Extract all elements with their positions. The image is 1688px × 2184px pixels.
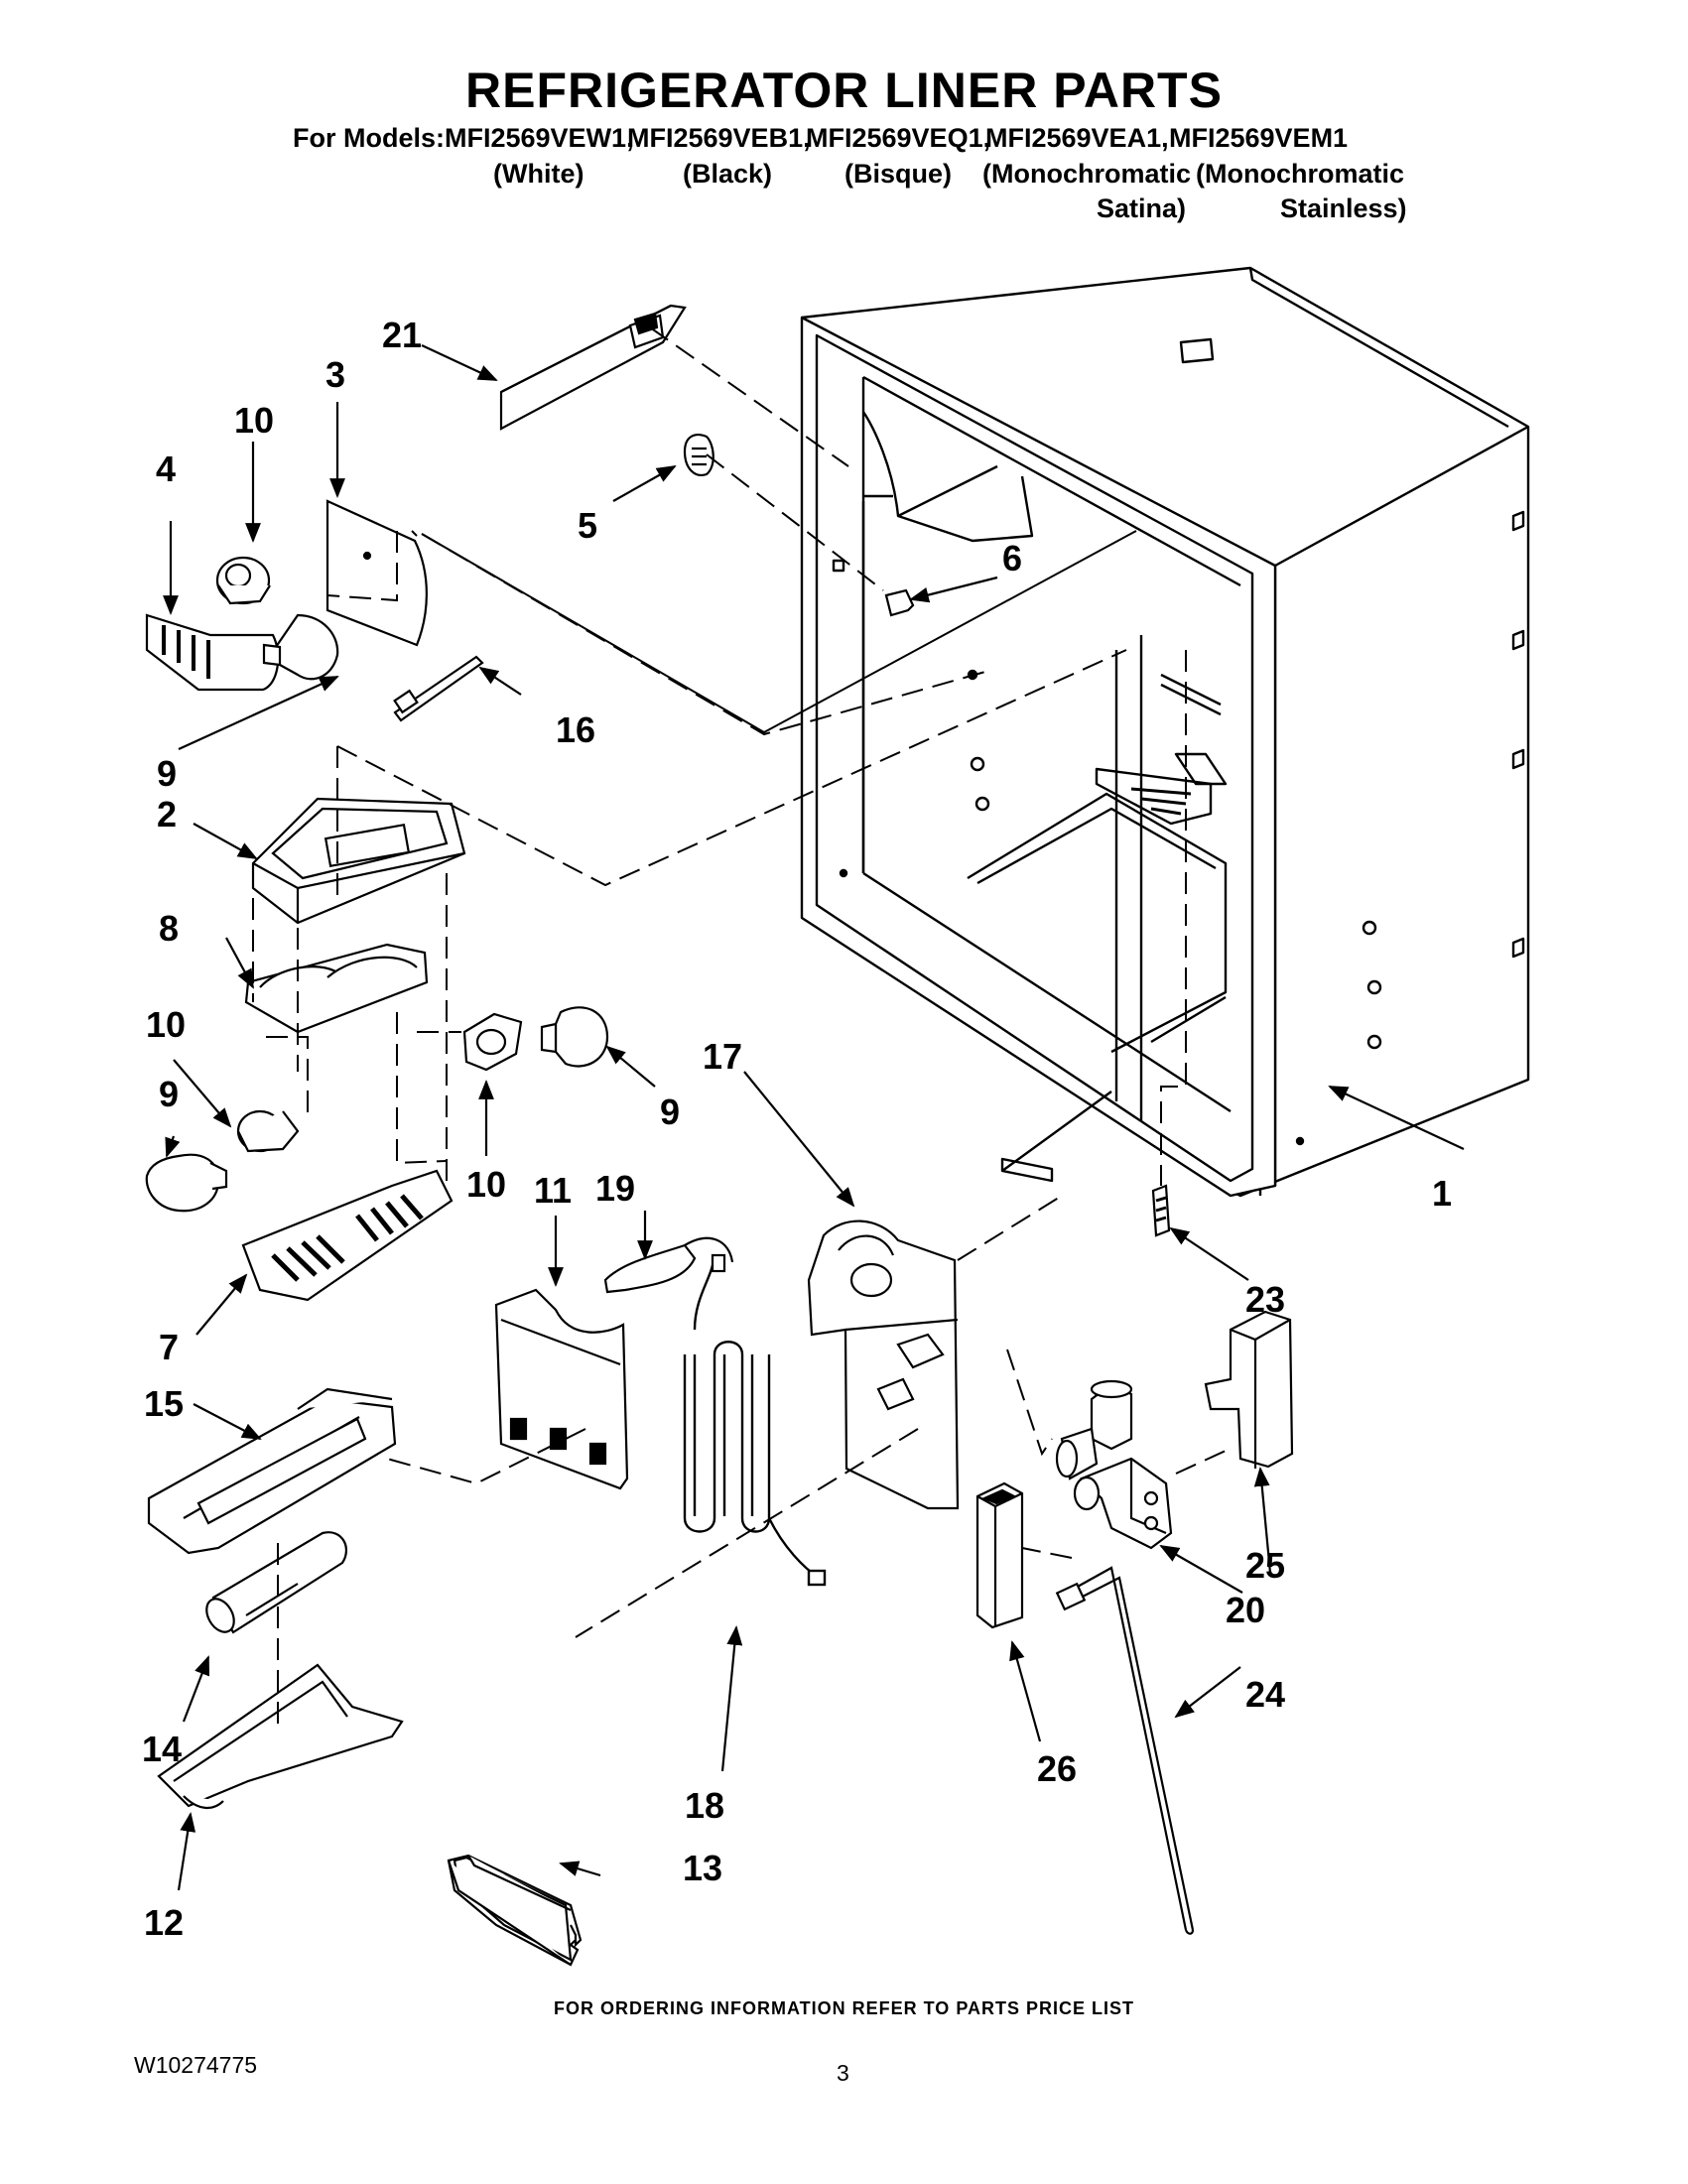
part-25-cover xyxy=(1204,1310,1294,1469)
callout-2: 2 xyxy=(157,794,177,835)
refrigerator-liner xyxy=(800,266,1530,1198)
model-code-bisque: MFI2569VEQ1, xyxy=(806,123,991,153)
callout-21: 21 xyxy=(382,315,422,355)
part-21-top-trim xyxy=(499,304,687,431)
page-number: 3 xyxy=(837,2060,849,2086)
callout-1: 1 xyxy=(1432,1173,1452,1214)
model-finish-satina-cont: Satina) xyxy=(1097,193,1187,223)
callout-14: 14 xyxy=(142,1729,182,1769)
callout-labels: 1 2 3 4 5 6 7 8 9 9 9 10 10 10 11 12 13 … xyxy=(142,315,1452,1943)
part-18-heater xyxy=(683,1264,827,1587)
part-26-housing xyxy=(975,1481,1024,1629)
callout-10-center: 10 xyxy=(466,1164,506,1205)
callout-17: 17 xyxy=(703,1036,742,1077)
callout-26: 26 xyxy=(1037,1748,1077,1789)
callout-9-left: 9 xyxy=(159,1074,179,1114)
part-13-panel xyxy=(447,1854,583,1967)
model-code-black: MFI2569VEB1, xyxy=(627,123,811,153)
part-10-socket-left xyxy=(236,1109,300,1153)
callout-9-top: 9 xyxy=(157,753,177,794)
callout-24: 24 xyxy=(1245,1674,1285,1715)
part-23-clip xyxy=(1151,1184,1171,1237)
part-12-drip-tray xyxy=(157,1663,404,1809)
part-20-water-valve xyxy=(1055,1379,1173,1550)
model-code-satina: MFI2569VEA1, xyxy=(985,123,1169,153)
callout-arrows xyxy=(163,344,1465,1891)
part-8-lens xyxy=(244,943,429,1034)
model-code-white: MFI2569VEW1, xyxy=(445,123,634,153)
callout-3: 3 xyxy=(325,354,345,395)
callout-25: 25 xyxy=(1245,1545,1285,1586)
model-finish-stainless-cont: Stainless) xyxy=(1280,193,1407,223)
callout-9-center: 9 xyxy=(660,1092,680,1132)
model-code-stainless: MFI2569VEM1 xyxy=(1169,123,1349,153)
part-10-socket-center xyxy=(462,1012,523,1072)
leader-line-solid xyxy=(421,530,1137,734)
part-11-bracket xyxy=(494,1288,629,1490)
part-3-shield xyxy=(325,499,428,647)
callout-5: 5 xyxy=(578,505,597,546)
callout-4: 4 xyxy=(156,449,176,489)
part-2-housing xyxy=(251,797,466,925)
callout-20: 20 xyxy=(1226,1590,1265,1630)
part-16-sensor xyxy=(393,655,484,722)
part-19-switch xyxy=(603,1236,734,1294)
callout-13: 13 xyxy=(683,1848,722,1888)
part-14-filter xyxy=(205,1531,348,1634)
part-9-bulb-left xyxy=(145,1153,228,1213)
models-prefix: For Models: xyxy=(293,123,445,153)
callout-10-top: 10 xyxy=(234,400,274,441)
part-24-water-tube xyxy=(1055,1566,1195,1935)
callout-15: 15 xyxy=(144,1383,184,1424)
part-15-tray xyxy=(147,1387,397,1555)
callout-11: 11 xyxy=(534,1170,572,1211)
model-finish-white: (White) xyxy=(493,159,584,189)
part-4-grille xyxy=(145,613,280,692)
callout-6: 6 xyxy=(1002,538,1022,578)
callout-10-left: 10 xyxy=(146,1004,186,1045)
part-9-bulb-center xyxy=(540,1006,609,1068)
callout-19: 19 xyxy=(595,1168,635,1209)
model-finish-satina: (Monochromatic xyxy=(982,159,1192,189)
model-finish-black: (Black) xyxy=(683,159,773,189)
part-7-grille xyxy=(241,1169,454,1302)
ordering-footer: FOR ORDERING INFORMATION REFER TO PARTS … xyxy=(553,1998,1134,2018)
part-17-dispenser-bracket xyxy=(807,1220,960,1510)
document-number: W10274775 xyxy=(134,2052,258,2078)
part-5-grommet xyxy=(683,434,714,476)
callout-8: 8 xyxy=(159,908,179,949)
callout-12: 12 xyxy=(144,1902,184,1943)
part-6-clip xyxy=(884,588,915,617)
model-finish-stainless: (Monochromatic xyxy=(1196,159,1405,189)
model-finish-bisque: (Bisque) xyxy=(844,159,952,189)
callout-18: 18 xyxy=(685,1785,724,1826)
part-9-bulb-top xyxy=(262,613,339,681)
page-title: REFRIGERATOR LINER PARTS xyxy=(465,63,1223,118)
part-10-socket-top xyxy=(215,556,271,605)
callout-16: 16 xyxy=(556,709,595,750)
callout-7: 7 xyxy=(159,1327,179,1367)
callout-23: 23 xyxy=(1245,1279,1285,1320)
